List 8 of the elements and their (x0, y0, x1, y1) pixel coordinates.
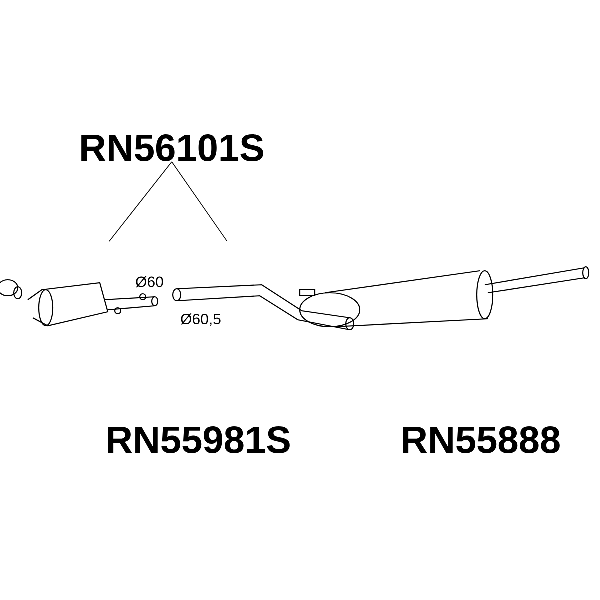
leader-line (172, 162, 228, 242)
leader-line (109, 162, 172, 242)
part-number: RN55981S (108, 426, 290, 454)
dimension-label: Ø60 (136, 276, 164, 288)
part-number: RN56101S (82, 134, 264, 162)
part-number: RN55888 (403, 426, 560, 454)
dimension-label: Ø60,5 (181, 314, 221, 326)
exhaust-part-drawing (172, 266, 590, 331)
